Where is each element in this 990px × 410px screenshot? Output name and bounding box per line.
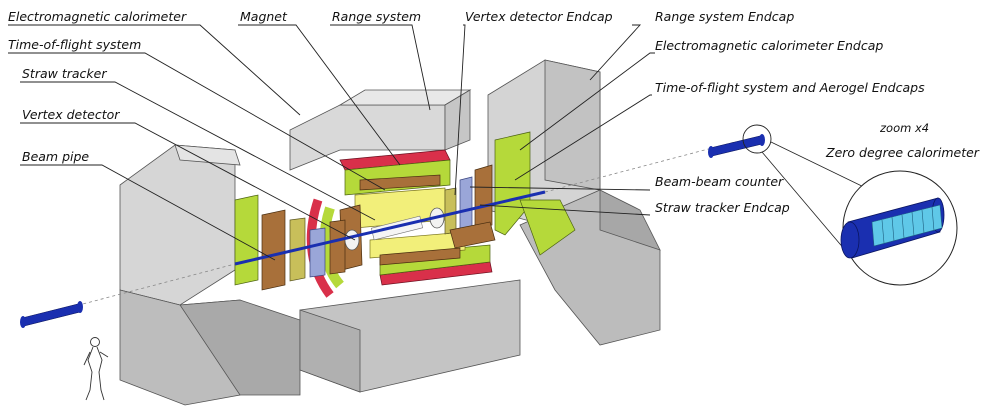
right-endcap-detectors [444, 131, 576, 256]
label-straw-tracker: Straw tracker [22, 66, 107, 81]
label-electromagnetic-calorimeter-endcap: Electromagnetic calorimeter Endcap [655, 38, 883, 53]
label-vertex-detector: Vertex detector [22, 107, 120, 122]
zero-degree-calorimeter-right [708, 124, 772, 158]
label-zoom: zoom x4 [879, 121, 929, 135]
zdc-zoom-view [761, 141, 958, 286]
leader-lines [8, 24, 655, 261]
label-zero-degree-calorimeter: Zero degree calorimeter [825, 145, 980, 160]
label-magnet: Magnet [240, 9, 288, 24]
beam-pipe [59, 141, 736, 311]
range-system-endcap-left [119, 144, 301, 406]
label-straw-tracker-endcap: Straw tracker Endcap [655, 200, 790, 215]
label-range-system-endcap: Range system Endcap [655, 9, 794, 24]
label-tof-aerogel-endcaps: Time-of-flight system and Aerogel Endcap… [655, 80, 925, 95]
zero-degree-calorimeter-left [20, 301, 83, 328]
label-electromagnetic-calorimeter: Electromagnetic calorimeter [8, 9, 187, 24]
label-range-system: Range system [332, 9, 421, 24]
label-time-of-flight-system: Time-of-flight system [8, 37, 141, 52]
label-beam-pipe: Beam pipe [22, 149, 89, 164]
label-vertex-detector-endcap: Vertex detector Endcap [465, 9, 613, 24]
range-system-barrel [289, 89, 521, 393]
labels: Electromagnetic calorimeter Magnet Range… [8, 9, 980, 215]
human-figure-icon [83, 337, 109, 401]
label-beam-beam-counter: Beam-beam counter [655, 174, 784, 189]
